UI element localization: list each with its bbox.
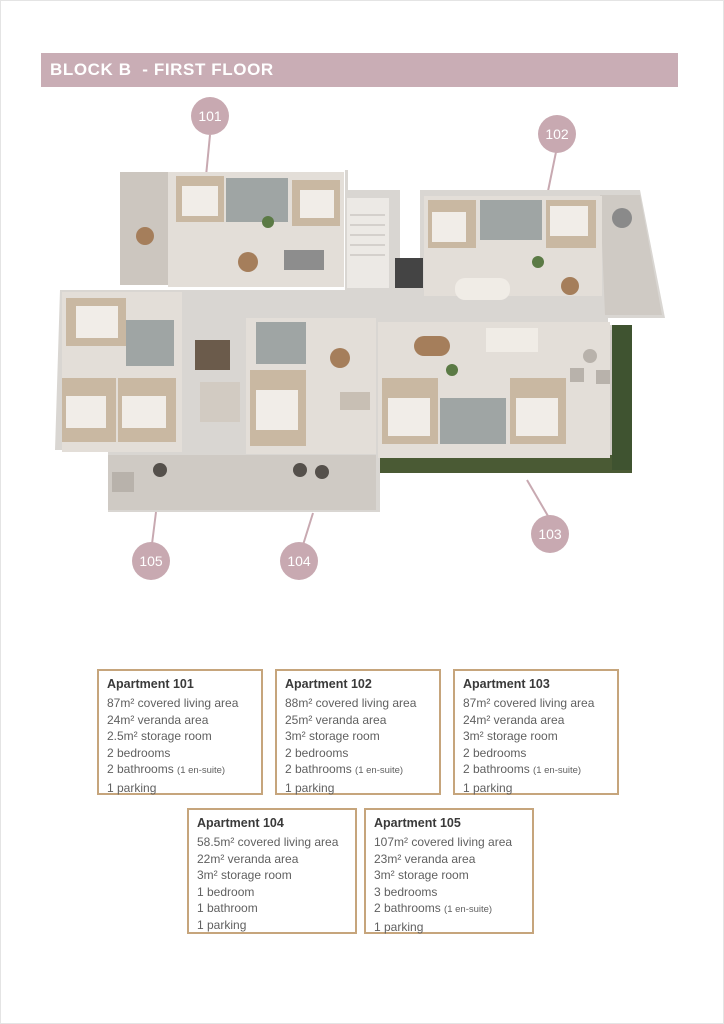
stair-core xyxy=(347,198,423,288)
storage-room: 3m² storage room xyxy=(285,729,380,744)
veranda-area: 22m² veranda area xyxy=(197,851,299,866)
hedge xyxy=(380,455,632,473)
bathrooms-line: 2 bathrooms (1 en-suite) xyxy=(107,761,261,780)
title-bar: BLOCK B - FIRST FLOOR xyxy=(41,53,678,87)
bathroom-note: (1 en-suite) xyxy=(355,765,404,777)
marker-label: 101 xyxy=(198,108,222,124)
bathrooms-line: 2 bathrooms (1 en-suite) xyxy=(374,900,532,919)
bathrooms: 2 bathrooms xyxy=(463,762,530,777)
marker-102: 102 xyxy=(538,115,576,153)
veranda-area: 24m² veranda area xyxy=(463,712,565,727)
hedge-side xyxy=(612,325,632,470)
apartment-card-104: Apartment 104 58.5m² covered living area… xyxy=(187,808,357,934)
bathrooms-line: 2 bathrooms (1 en-suite) xyxy=(285,761,439,780)
bathrooms: 2 bathrooms xyxy=(107,762,174,777)
bathroom-note: (1 en-suite) xyxy=(444,904,493,916)
marker-label: 104 xyxy=(287,553,311,569)
parking: 1 parking xyxy=(463,780,513,795)
leader-line-102 xyxy=(546,151,557,197)
apartment-101-plan xyxy=(168,172,344,287)
bathrooms: 1 bathroom xyxy=(197,901,258,916)
apartment-card-105: Apartment 105 107m² covered living area … xyxy=(364,808,534,934)
apartment-card-102: Apartment 102 88m² covered living area 2… xyxy=(275,669,441,795)
bathroom-note: (1 en-suite) xyxy=(533,765,582,777)
storage-room: 2.5m² storage room xyxy=(107,729,212,744)
marker-label: 103 xyxy=(538,526,562,542)
veranda-area: 24m² veranda area xyxy=(107,712,209,727)
covered-area: 107m² covered living area xyxy=(374,835,513,849)
marker-101: 101 xyxy=(191,97,229,135)
apartment-card-103: Apartment 103 87m² covered living area 2… xyxy=(453,669,619,795)
apartment-104-plan xyxy=(246,318,376,479)
apartment-title: Apartment 103 xyxy=(463,677,550,691)
storage-room: 3m² storage room xyxy=(197,868,292,883)
bedrooms: 2 bedrooms xyxy=(285,745,349,760)
leader-line-105 xyxy=(151,511,157,545)
bathroom-note: (1 en-suite) xyxy=(177,765,226,777)
apartment-title: Apartment 104 xyxy=(197,816,284,830)
apartment-title: Apartment 102 xyxy=(285,677,372,691)
bedrooms: 2 bedrooms xyxy=(107,745,171,760)
bathrooms-line: 2 bathrooms (1 en-suite) xyxy=(463,761,617,780)
bathrooms: 2 bathrooms xyxy=(374,901,441,916)
covered-area: 87m² covered living area xyxy=(463,696,595,710)
leader-line-103 xyxy=(526,479,549,517)
terrace-furniture xyxy=(112,208,632,492)
apartment-title: Apartment 101 xyxy=(107,677,194,691)
parking: 1 parking xyxy=(285,780,335,795)
floor-plan-drawing xyxy=(55,134,665,546)
leader-line-104 xyxy=(302,512,314,546)
leader-line-101 xyxy=(205,134,211,177)
floor-plan: 101 102 103 104 105 xyxy=(0,90,724,590)
marker-label: 102 xyxy=(545,126,569,142)
apartment-105-plan xyxy=(62,292,240,452)
parking: 1 parking xyxy=(197,917,247,932)
apartment-103-plan xyxy=(378,322,610,458)
covered-area: 88m² covered living area xyxy=(285,696,417,710)
page-title: BLOCK B - FIRST FLOOR xyxy=(50,60,274,79)
parking: 1 parking xyxy=(374,919,424,934)
parking: 1 parking xyxy=(107,780,157,795)
bathrooms: 2 bathrooms xyxy=(285,762,352,777)
covered-area: 87m² covered living area xyxy=(107,696,239,710)
veranda-area: 25m² veranda area xyxy=(285,712,387,727)
apartment-title: Apartment 105 xyxy=(374,816,461,830)
marker-103: 103 xyxy=(531,515,569,553)
apartment-102-plan xyxy=(424,196,602,300)
apartment-card-101: Apartment 101 87m² covered living area 2… xyxy=(97,669,263,795)
marker-104: 104 xyxy=(280,542,318,580)
bedrooms: 2 bedrooms xyxy=(463,745,527,760)
bedrooms: 3 bedrooms xyxy=(374,884,438,899)
marker-105: 105 xyxy=(132,542,170,580)
storage-room: 3m² storage room xyxy=(374,868,469,883)
veranda-area: 23m² veranda area xyxy=(374,851,476,866)
bedrooms: 1 bedroom xyxy=(197,884,255,899)
marker-label: 105 xyxy=(139,553,163,569)
covered-area: 58.5m² covered living area xyxy=(197,835,339,849)
storage-room: 3m² storage room xyxy=(463,729,558,744)
